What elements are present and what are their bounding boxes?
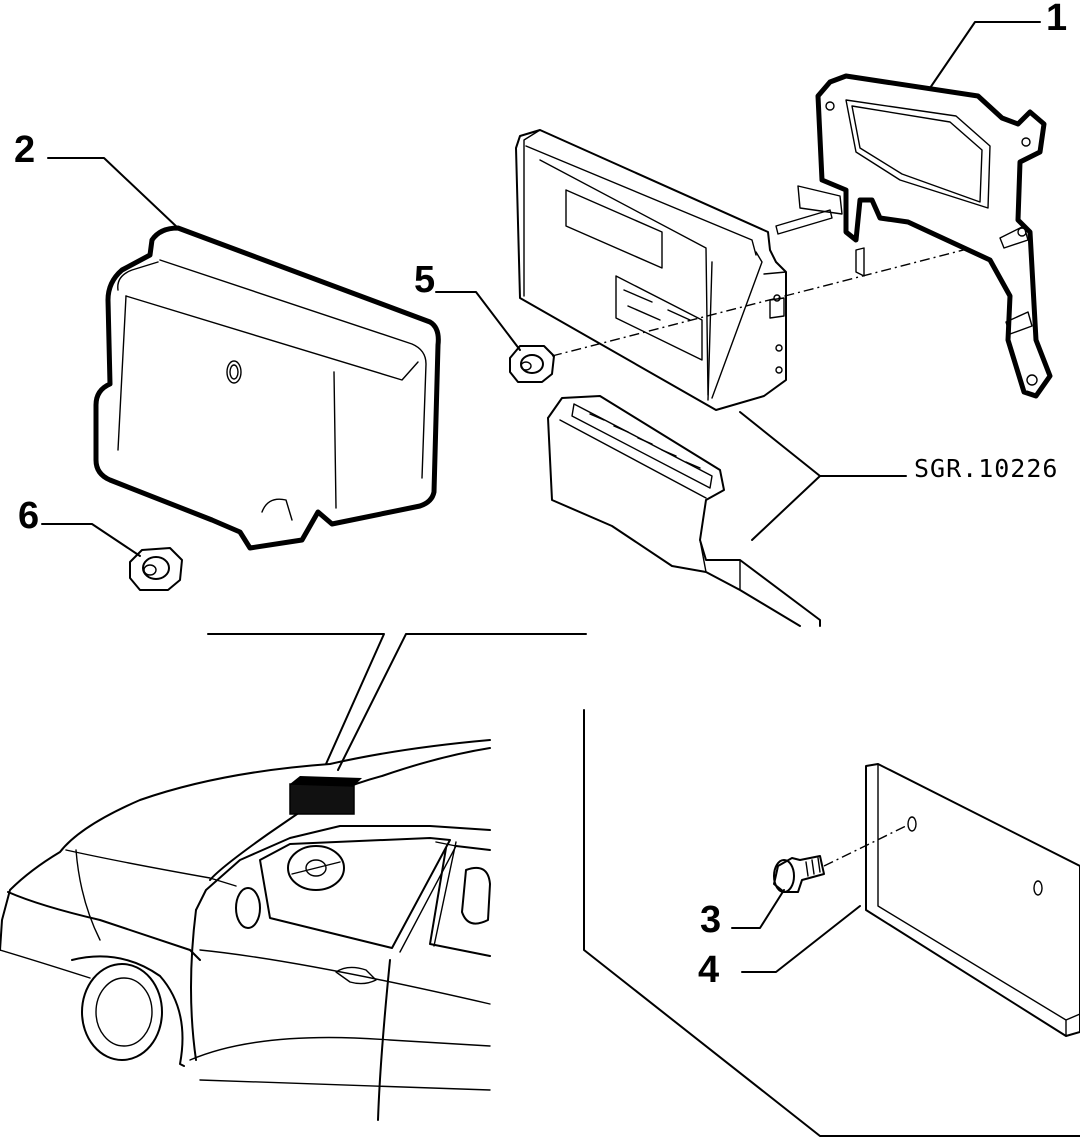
- callout-4: 4: [698, 949, 719, 991]
- reference-code: SGR.10226: [914, 454, 1058, 483]
- nut-6-icon: [129, 547, 183, 591]
- unit-location-marker-icon: [289, 783, 355, 815]
- callout-1: 1: [1046, 0, 1067, 39]
- callout-6: 6: [18, 495, 39, 537]
- nut-5-icon: [509, 345, 555, 383]
- leader-lines: [41, 21, 1080, 1137]
- callout-5: 5: [414, 259, 435, 301]
- axis-line-5: [551, 237, 1011, 357]
- car-location-icon: [0, 739, 491, 1121]
- mounting-plate-icon: [865, 763, 1080, 1037]
- callout-3: 3: [700, 899, 721, 941]
- axis-line-3: [823, 825, 907, 867]
- cover-part-icon: [93, 225, 441, 551]
- control-unit-icon: [515, 129, 787, 411]
- bracket-part-icon: [775, 73, 1053, 399]
- wiring-connector-icon: [547, 395, 821, 627]
- screw-3-icon: [773, 855, 825, 893]
- callout-2: 2: [14, 129, 35, 171]
